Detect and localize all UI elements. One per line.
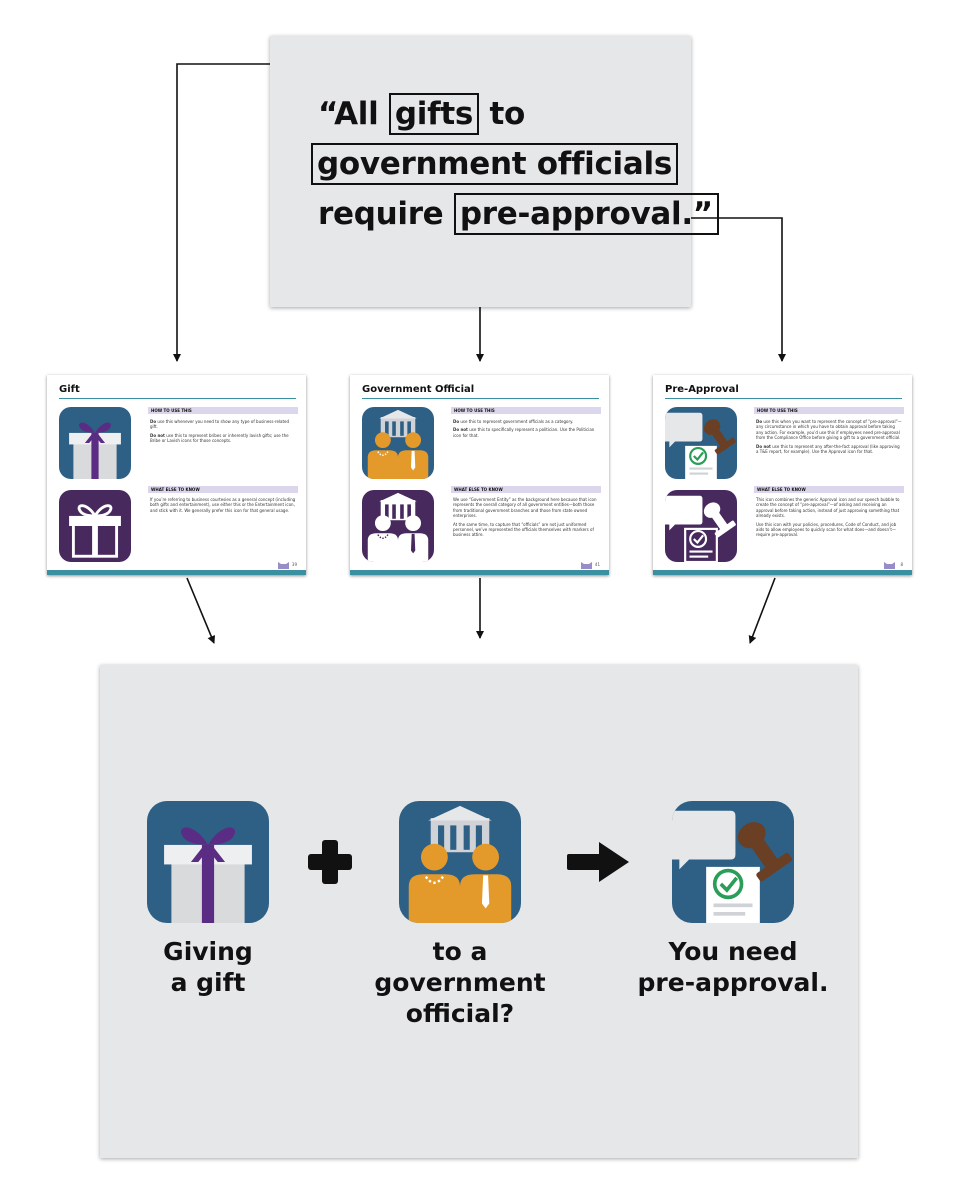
pre-approval-outline-icon — [665, 490, 737, 562]
what-else-text: If you’re referring to business courtesi… — [150, 497, 296, 516]
what-else-paragraph: Use this icon with your policies, proced… — [756, 521, 897, 538]
card-title: Pre-Approval — [665, 384, 739, 395]
card-title: Government Official — [362, 384, 475, 395]
quote-text: to — [489, 96, 526, 132]
quote-panel — [270, 36, 691, 307]
card-pre-approval: Pre-Approval HOW TO USE THIS Do — [653, 375, 912, 575]
do-text: use this when you want to represent the … — [756, 419, 902, 441]
government-official-icon — [362, 407, 434, 479]
card-title: Gift — [59, 384, 80, 395]
plus-icon: + — [308, 840, 352, 884]
card-footer-bar — [350, 570, 609, 575]
cat-mascot-icon — [278, 562, 289, 569]
do-text: use this whenever you need to show any t… — [150, 419, 290, 430]
card-gift: Gift HOW TO USE THIS Do use this wheneve… — [47, 375, 306, 575]
do-not-label: Do not — [453, 427, 468, 433]
what-else-paragraph: This icon combines the generic Approval … — [756, 497, 900, 519]
how-to-use-text: Do use this when you want to represent t… — [756, 419, 902, 457]
card-title-rule — [59, 398, 296, 399]
what-else-heading: WHAT ELSE TO KNOW — [148, 486, 298, 493]
gift-icon — [59, 407, 131, 479]
what-else-paragraph: If you’re referring to business courtesi… — [150, 497, 296, 513]
government-official-icon — [399, 801, 521, 923]
page-number: 8 — [900, 562, 903, 567]
what-else-paragraph: At the same time, to capture that “offic… — [453, 521, 594, 538]
how-to-use-text: Do use this to represent government offi… — [453, 419, 599, 441]
what-else-heading: WHAT ELSE TO KNOW — [451, 486, 601, 493]
highlight-government-officials: government officials — [311, 143, 678, 185]
card-footer-bar — [47, 570, 306, 575]
connector-gift-card-to-summary — [186, 577, 216, 644]
what-else-text: We use “Government Entity” as the backgr… — [453, 497, 599, 541]
card-title-rule — [362, 398, 599, 399]
pre-approval-icon — [672, 801, 794, 923]
highlight-gifts: gifts — [388, 93, 479, 135]
page-number: 41 — [594, 562, 600, 567]
quote-text: require — [318, 196, 444, 232]
pre-approval-icon — [665, 407, 737, 479]
how-to-use-heading: HOW TO USE THIS — [754, 407, 904, 414]
what-else-heading: WHAT ELSE TO KNOW — [754, 486, 904, 493]
card-title-rule — [665, 398, 902, 399]
how-to-use-heading: HOW TO USE THIS — [148, 407, 298, 414]
do-not-label: Do not — [150, 432, 165, 438]
what-else-paragraph: We use “Government Entity” as the backgr… — [453, 497, 597, 519]
do-not-text: use this to represent any after-the-fact… — [756, 443, 900, 455]
do-text: use this to represent government officia… — [460, 419, 574, 424]
highlight-pre-approval: pre-approval.” — [453, 193, 719, 235]
how-to-use-text: Do use this whenever you need to show an… — [150, 419, 296, 447]
do-label: Do — [756, 419, 763, 424]
quote-line-2: government officials — [311, 143, 678, 185]
right-arrow-icon: → — [567, 842, 629, 882]
how-to-use-heading: HOW TO USE THIS — [451, 407, 601, 414]
quote-line-3: require pre-approval.” — [318, 193, 719, 235]
do-label: Do — [453, 419, 460, 424]
connector-preapproval-to-preapproval-card — [659, 217, 786, 362]
cat-mascot-icon — [884, 562, 895, 569]
gift-icon — [147, 801, 269, 923]
page-number: 39 — [291, 562, 297, 567]
government-official-outline-icon — [362, 490, 434, 562]
connector-preapproval-card-to-summary — [748, 577, 776, 644]
do-not-text: use this to specifically represent a pol… — [453, 427, 595, 438]
gift-outline-icon — [59, 490, 131, 562]
do-label: Do — [150, 419, 157, 424]
what-else-text: This icon combines the generic Approval … — [756, 497, 902, 541]
do-not-label: Do not — [756, 443, 771, 449]
do-not-text: use this to represent bribes or inherent… — [150, 432, 289, 444]
quote-text: “All — [318, 96, 379, 132]
card-footer-bar — [653, 570, 912, 575]
card-government-official: Government Official HOW TO USE THIS — [350, 375, 609, 575]
cat-mascot-icon — [581, 562, 592, 569]
quote-line-1: “All gifts to — [318, 93, 526, 135]
